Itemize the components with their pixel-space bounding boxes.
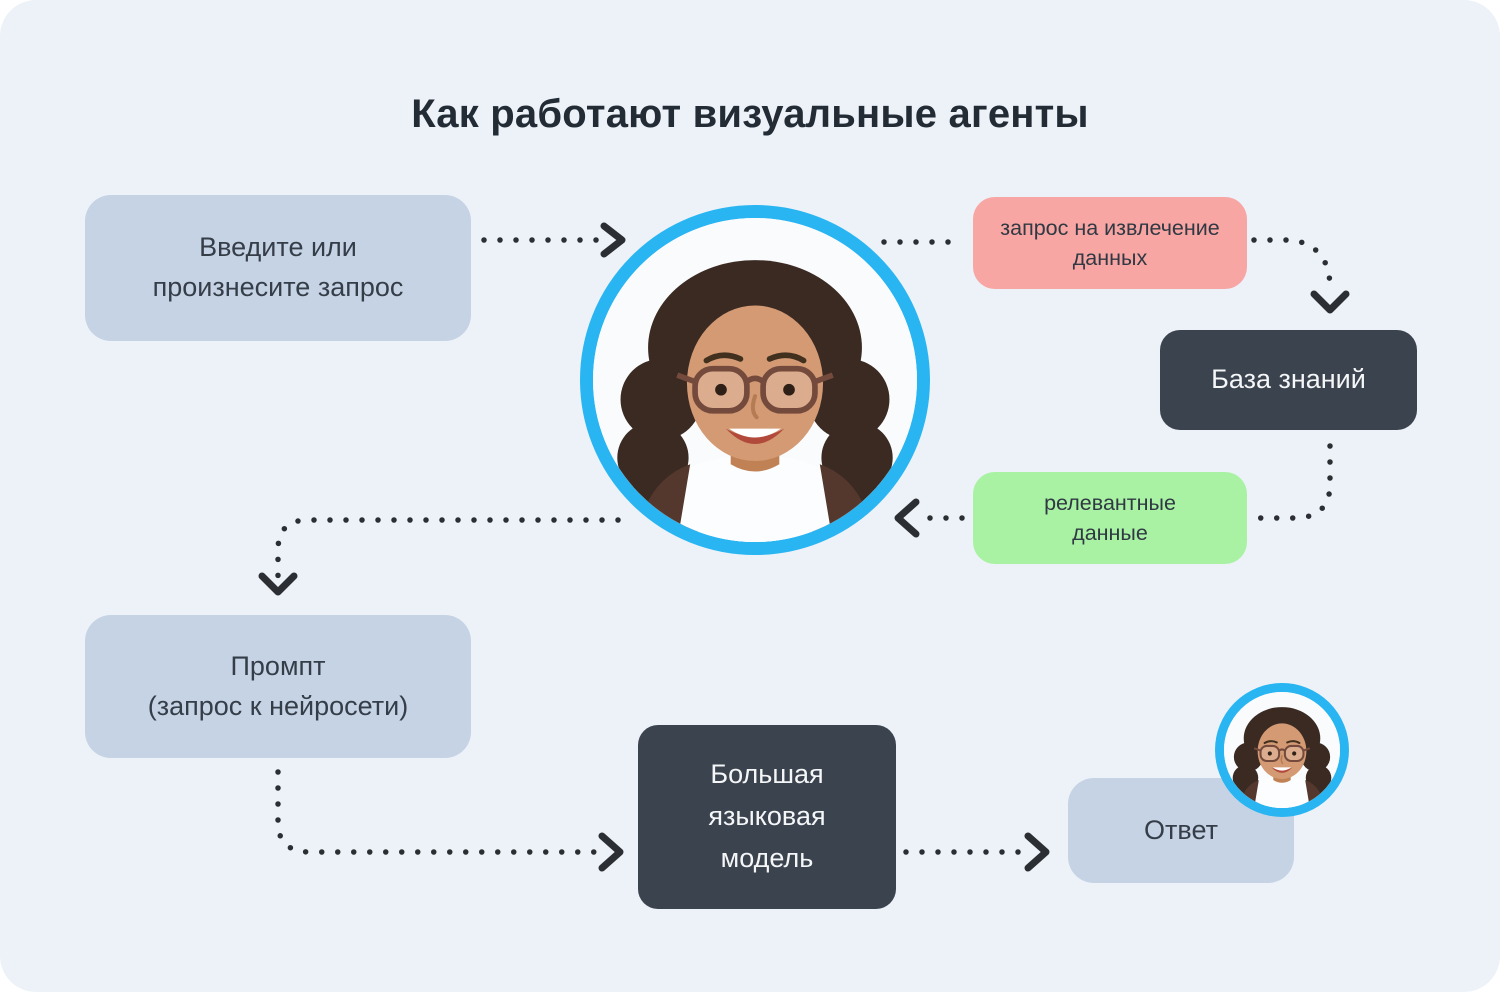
woman-portrait-illustration: [1224, 692, 1340, 808]
arrowhead-down-icon: [258, 572, 298, 596]
node-prompt: Промпт (запрос к нейросети): [85, 615, 471, 758]
arrowhead-right-icon: [1024, 832, 1050, 872]
arrowhead-left-icon: [894, 498, 920, 538]
edge-kb-to-relevant: [1251, 443, 1333, 521]
agent-avatar-small: [1215, 683, 1349, 817]
page-title: Как работают визуальные агенты: [411, 92, 1089, 136]
arrowhead-right-icon: [600, 222, 626, 258]
node-relevant-data: релевантные данные: [973, 472, 1247, 564]
edge-agent-to-prompt: [275, 517, 621, 579]
node-answer: Ответ: [1068, 778, 1294, 883]
node-llm: Большая языковая модель: [638, 725, 896, 909]
woman-portrait-illustration: [593, 218, 917, 542]
edge-prompt-to-llm: [275, 769, 601, 855]
node-extraction-request: запрос на извлечение данных: [973, 197, 1247, 289]
arrowhead-down-icon: [1310, 290, 1350, 314]
node-query-input: Введите или произнесите запрос: [85, 195, 471, 341]
edge-extraction-to-kb: [1251, 237, 1333, 291]
agent-avatar-large: [580, 205, 930, 555]
arrowhead-right-icon: [598, 832, 624, 872]
node-knowledge-base: База знаний: [1160, 330, 1417, 430]
